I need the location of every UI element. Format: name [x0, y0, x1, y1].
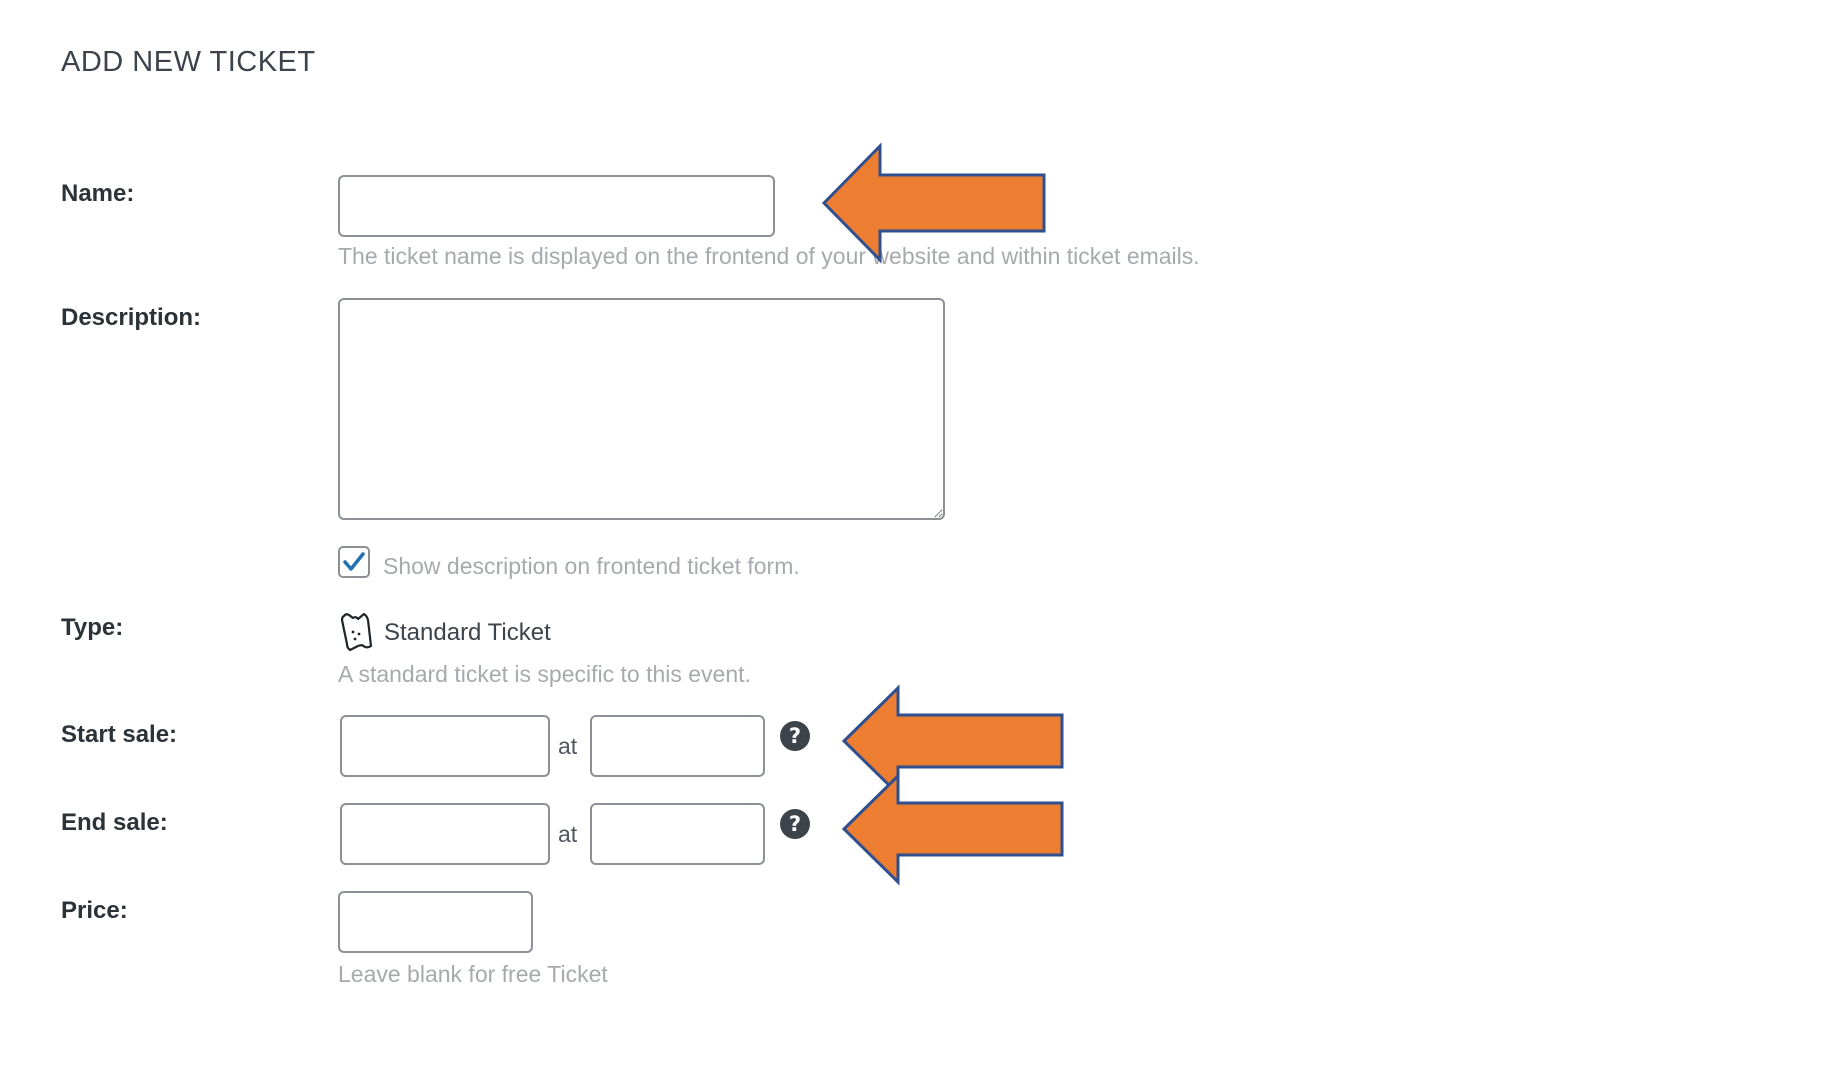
price-input[interactable]	[338, 891, 533, 953]
show-description-label: Show description on frontend ticket form…	[383, 553, 800, 579]
checkmark-icon	[343, 552, 365, 571]
name-label: Name:	[61, 180, 135, 207]
name-help-text: The ticket name is displayed on the fron…	[338, 243, 1200, 269]
end-sale-date-input[interactable]	[340, 803, 550, 865]
start-sale-date-input[interactable]	[340, 715, 550, 777]
end-sale-time-input[interactable]	[590, 803, 765, 865]
page-title: ADD NEW TICKET	[61, 46, 316, 78]
end-sale-label: End sale:	[61, 809, 168, 836]
annotation-arrow-end-sale	[841, 772, 1064, 886]
ticket-type-value: Standard Ticket	[384, 619, 551, 646]
description-label: Description:	[61, 304, 202, 331]
type-help-text: A standard ticket is specific to this ev…	[338, 661, 751, 687]
end-sale-help-icon[interactable]: ?	[780, 809, 810, 839]
ticket-name-input[interactable]	[338, 175, 775, 237]
end-sale-at-label: at	[558, 821, 578, 847]
ticket-description-textarea[interactable]	[338, 298, 945, 520]
price-help-text: Leave blank for free Ticket	[338, 961, 608, 987]
start-sale-at-label: at	[558, 733, 578, 759]
type-label: Type:	[61, 614, 124, 641]
start-sale-time-input[interactable]	[590, 715, 765, 777]
annotation-arrow-name	[821, 142, 1046, 264]
start-sale-help-icon[interactable]: ?	[780, 721, 810, 751]
show-description-checkbox[interactable]	[338, 546, 370, 578]
price-label: Price:	[61, 897, 128, 924]
ticket-icon	[340, 612, 373, 652]
start-sale-label: Start sale:	[61, 721, 178, 748]
